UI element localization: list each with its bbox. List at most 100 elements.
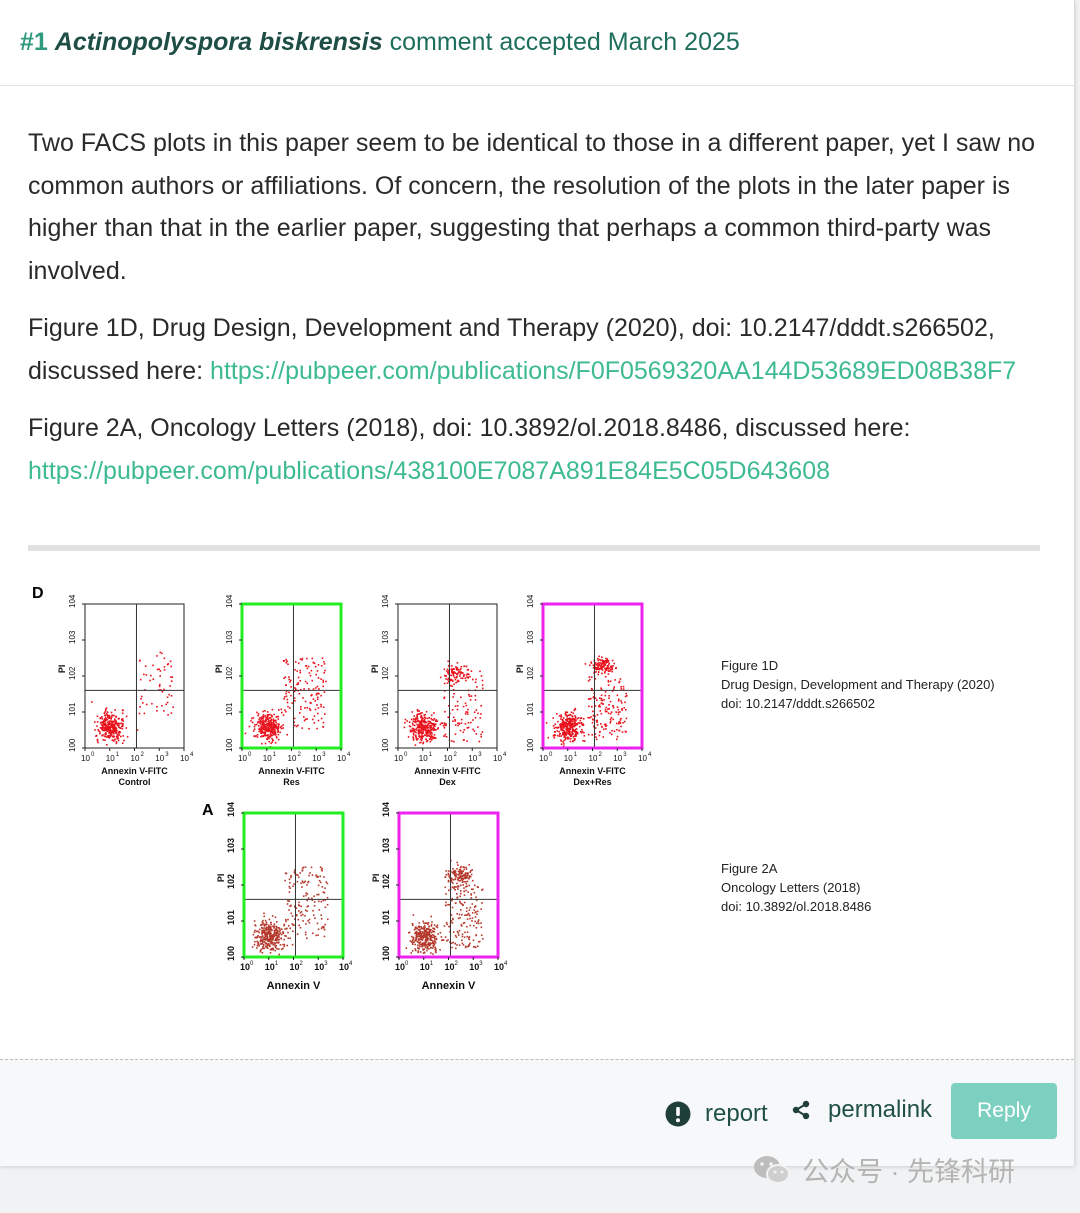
svg-text:102: 102 [68, 666, 77, 680]
svg-text:10: 10 [106, 754, 115, 763]
svg-text:101: 101 [526, 702, 535, 716]
svg-text:102: 102 [226, 874, 236, 889]
y-axis-label: PI [216, 874, 226, 883]
comment-body: Two FACS plots in this paper seem to be … [28, 122, 1038, 507]
svg-text:100: 100 [68, 738, 77, 752]
svg-text:104: 104 [381, 594, 390, 608]
y-axis-label: PI [214, 665, 224, 674]
condition-label: Dex+Res [573, 777, 611, 787]
svg-text:1: 1 [574, 752, 578, 758]
svg-text:3: 3 [479, 961, 483, 967]
caption-top-line-2: Drug Design, Development and Therapy (20… [721, 677, 995, 692]
svg-text:1: 1 [430, 961, 434, 967]
svg-text:100: 100 [526, 738, 535, 752]
svg-text:10: 10 [265, 962, 275, 972]
x-axis-label: Annexin V-FITC [258, 766, 325, 776]
svg-text:10: 10 [419, 754, 428, 763]
svg-text:10: 10 [564, 754, 573, 763]
condition-label: Res [283, 777, 300, 787]
svg-text:100: 100 [381, 946, 391, 961]
comment-footer: report permalink Reply [0, 1059, 1074, 1166]
svg-text:3: 3 [165, 752, 169, 758]
svg-text:3: 3 [478, 752, 482, 758]
report-label: report [705, 1100, 768, 1127]
svg-text:102: 102 [526, 666, 535, 680]
svg-text:4: 4 [504, 961, 508, 967]
permalink-label: permalink [828, 1096, 933, 1123]
condition-label: Control [119, 777, 151, 787]
svg-text:1: 1 [273, 752, 277, 758]
comment-author: Actinopolyspora biskrensis [54, 28, 383, 56]
svg-text:104: 104 [225, 594, 234, 608]
svg-text:10: 10 [131, 754, 140, 763]
svg-text:10: 10 [539, 754, 548, 763]
x-axis-label: Annexin V [267, 980, 321, 992]
svg-text:4: 4 [190, 752, 194, 758]
paragraph-2-text: Figure 1D, Drug Design, Development and … [28, 314, 995, 385]
svg-text:10: 10 [290, 962, 300, 972]
svg-text:10: 10 [394, 754, 403, 763]
svg-text:10: 10 [613, 754, 622, 763]
link-oncology-pubpeer[interactable]: https://pubpeer.com/publications/438100E… [28, 456, 831, 485]
report-link[interactable]: report [665, 1100, 768, 1128]
svg-text:104: 104 [526, 594, 535, 608]
y-axis-label: PI [515, 665, 525, 674]
svg-text:3: 3 [322, 752, 326, 758]
svg-text:10: 10 [468, 754, 477, 763]
x-axis-label: Annexin V-FITC [414, 766, 481, 776]
svg-text:3: 3 [623, 752, 627, 758]
svg-text:1: 1 [275, 961, 279, 967]
svg-text:1: 1 [429, 752, 433, 758]
link-dddt-pubpeer[interactable]: https://pubpeer.com/publications/F0F0569… [210, 356, 1017, 385]
svg-text:2: 2 [300, 961, 304, 967]
wechat-icon [754, 1155, 790, 1184]
svg-text:100: 100 [226, 946, 236, 961]
svg-text:104: 104 [68, 594, 77, 608]
svg-text:10: 10 [180, 754, 189, 763]
panel-label-a: A [202, 802, 214, 819]
svg-text:100: 100 [225, 738, 234, 752]
svg-text:10: 10 [445, 962, 455, 972]
reply-button[interactable]: Reply [951, 1083, 1057, 1139]
x-axis-label: Annexin V-FITC [559, 766, 626, 776]
paragraph-2: Figure 1D, Drug Design, Development and … [28, 307, 1038, 392]
paragraph-3-text: Figure 2A, Oncology Letters (2018), doi:… [28, 414, 911, 442]
svg-text:4: 4 [347, 752, 351, 758]
condition-label: Dex [439, 777, 456, 787]
caption-bottom-line-1: Figure 2A [721, 861, 778, 876]
svg-text:101: 101 [381, 702, 390, 716]
panel-label-d: D [32, 585, 44, 602]
y-axis-label: PI [371, 874, 381, 883]
svg-text:10: 10 [337, 754, 346, 763]
permalink-link[interactable]: permalink [790, 1096, 932, 1124]
svg-text:2: 2 [599, 752, 603, 758]
svg-text:101: 101 [381, 910, 391, 925]
svg-text:2: 2 [454, 752, 458, 758]
comment-number[interactable]: #1 [20, 28, 48, 56]
svg-text:3: 3 [324, 961, 328, 967]
svg-text:10: 10 [493, 754, 502, 763]
svg-text:10: 10 [81, 754, 90, 763]
watermark-text: 公众号 · 先锋科研 [802, 1157, 1015, 1187]
svg-text:10: 10 [314, 962, 324, 972]
svg-text:0: 0 [549, 752, 553, 758]
svg-text:103: 103 [225, 630, 234, 644]
caption-bottom: Figure 2A Oncology Letters (2018) doi: 1… [721, 861, 871, 914]
svg-text:10: 10 [494, 962, 504, 972]
report-exclamation-icon [665, 1101, 691, 1127]
divider [28, 545, 1040, 551]
svg-text:102: 102 [381, 874, 391, 889]
svg-text:10: 10 [240, 962, 250, 972]
svg-text:104: 104 [381, 802, 391, 817]
caption-bottom-line-2: Oncology Letters (2018) [721, 880, 860, 895]
comment-card: #1 Actinopolyspora biskrensis comment ac… [0, 0, 1075, 1166]
y-axis-label: PI [57, 665, 67, 674]
svg-text:10: 10 [312, 754, 321, 763]
svg-text:0: 0 [404, 752, 408, 758]
